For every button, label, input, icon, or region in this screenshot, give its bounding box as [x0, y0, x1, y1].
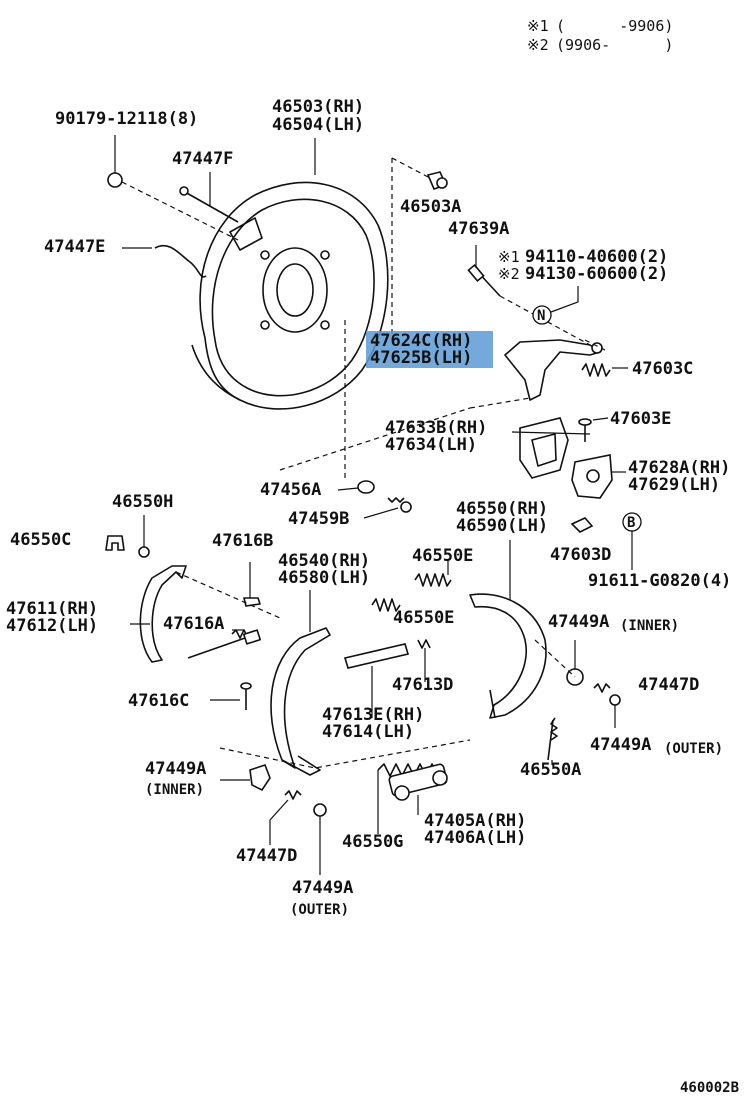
bolt-47639a [467, 245, 591, 346]
note-2-mark: ※2 [527, 36, 549, 54]
label-inner-r: (INNER) [620, 618, 679, 634]
pin-46550h [138, 515, 150, 558]
part-labels: 90179-12118(8) 46503(RH) 46504(LH) 47447… [6, 97, 739, 1096]
label-47456a: 47456A [260, 480, 321, 500]
label-47639a: 47639A [448, 219, 509, 239]
washer-47456a [337, 480, 375, 494]
spring-46550e-1 [414, 560, 452, 587]
bolt-47459b [363, 497, 412, 519]
label-46550g: 46550G [342, 832, 403, 852]
callout-n-label: N [537, 308, 545, 324]
label-46550e-2: 46550E [393, 608, 454, 628]
note-1-mark: ※1 [527, 17, 549, 35]
label-47616c: 47616C [128, 691, 189, 711]
spring-46550e-2 [371, 598, 401, 612]
label-47449a-inner-r: 47449A [548, 612, 609, 632]
parking-lever [504, 339, 606, 401]
label-46580-lh: 46580(LH) [278, 568, 370, 588]
label-47449a-inner-l: 47449A [145, 759, 206, 779]
label-91611: 91611-G0820(4) [588, 571, 731, 591]
label-note1-inline: ※1 [498, 248, 520, 266]
label-46550-rh: 46550(RH) [456, 499, 548, 519]
label-46503-rh: 46503(RH) [272, 97, 364, 117]
label-47625b-lh: 47625B(LH) [370, 348, 472, 368]
label-47459b: 47459B [288, 509, 349, 529]
label-47447e: 47447E [44, 237, 105, 257]
label-47603d: 47603D [550, 545, 611, 565]
clip-47449a-inner-l [220, 763, 271, 792]
label-47633b-rh: 47633B(RH) [385, 418, 487, 438]
label-inner-l: (INNER) [145, 782, 204, 798]
washer-47449a-outer-l [313, 803, 327, 875]
label-outer-r: (OUTER) [664, 741, 723, 757]
clip-46550c [105, 535, 125, 551]
label-47616a: 47616A [163, 614, 224, 634]
spring-47447d-r [593, 683, 621, 728]
wheel-cylinder [388, 763, 448, 815]
clip-47449a-inner-r [534, 639, 584, 686]
label-94130: 94130-60600(2) [525, 264, 668, 284]
label-46550c: 46550C [10, 530, 71, 550]
spring-47603c [581, 363, 628, 377]
leader-47633b [511, 431, 591, 435]
label-outer-l: (OUTER) [290, 902, 349, 918]
label-47603e: 47603E [610, 409, 671, 429]
figure-code: 460002B [680, 1080, 739, 1096]
label-47612-lh: 47612(LH) [6, 616, 98, 636]
bolt-47447f [179, 172, 239, 223]
callout-b-label: B [627, 515, 635, 531]
label-47447d-l: 47447D [236, 846, 297, 866]
note-2-range: (9906- ) [556, 36, 673, 54]
highlight-47624c [366, 331, 493, 368]
footnotes: ※1 ( -9906) ※2 (9906- ) [527, 17, 673, 54]
label-47628a-rh: 47628A(RH) [628, 458, 730, 478]
label-47624c-rh: 47624C(RH) [370, 331, 472, 351]
bolt-90179 [107, 135, 239, 241]
label-47449a-outer-l: 47449A [292, 878, 353, 898]
label-47634-lh: 47634(LH) [385, 435, 477, 455]
label-47447d-r: 47447D [638, 675, 699, 695]
label-note2-inline: ※2 [498, 265, 520, 283]
callout-b: B [622, 512, 642, 570]
label-46503a: 46503A [400, 197, 461, 217]
label-47613d: 47613D [392, 675, 453, 695]
label-47405a-rh: 47405A(RH) [424, 811, 526, 831]
label-47406a-lh: 47406A(LH) [424, 828, 526, 848]
label-47611-rh: 47611(RH) [6, 599, 98, 619]
label-90179: 90179-12118(8) [55, 109, 198, 129]
callout-n: N [532, 286, 579, 325]
label-47616b: 47616B [212, 531, 273, 551]
clip-47603d [570, 517, 594, 533]
leader-dashed-2 [391, 157, 431, 179]
shoe-46550 [469, 593, 547, 719]
label-94110: 94110-40600(2) [525, 247, 668, 267]
label-47603c: 47603C [632, 359, 693, 379]
label-46550h: 46550H [112, 492, 173, 512]
adjuster-47616 [187, 562, 262, 710]
wire-47447e [122, 245, 207, 278]
plug-46503a [426, 171, 448, 190]
label-46540-rh: 46540(RH) [278, 551, 370, 571]
lever-47611 [139, 565, 281, 663]
label-46550e-1: 46550E [412, 546, 473, 566]
label-47629-lh: 47629(LH) [628, 475, 720, 495]
label-46550a: 46550A [520, 760, 581, 780]
label-47449a-outer-r: 47449A [590, 735, 651, 755]
shoe-46540 [219, 627, 471, 776]
label-46590-lh: 46590(LH) [456, 516, 548, 536]
label-47614-lh: 47614(LH) [322, 722, 414, 742]
strut-47613e [343, 639, 431, 718]
backing-plate [191, 181, 389, 410]
pin-46550a [547, 717, 558, 765]
label-46504-lh: 46504(LH) [272, 115, 364, 135]
plate-47628a [571, 454, 626, 499]
label-47447f: 47447F [172, 149, 233, 169]
spring-47447d-l [269, 790, 302, 845]
note-1-range: ( -9906) [556, 17, 673, 35]
pin-47603e [578, 417, 609, 442]
label-47613e-rh: 47613E(RH) [322, 705, 424, 725]
